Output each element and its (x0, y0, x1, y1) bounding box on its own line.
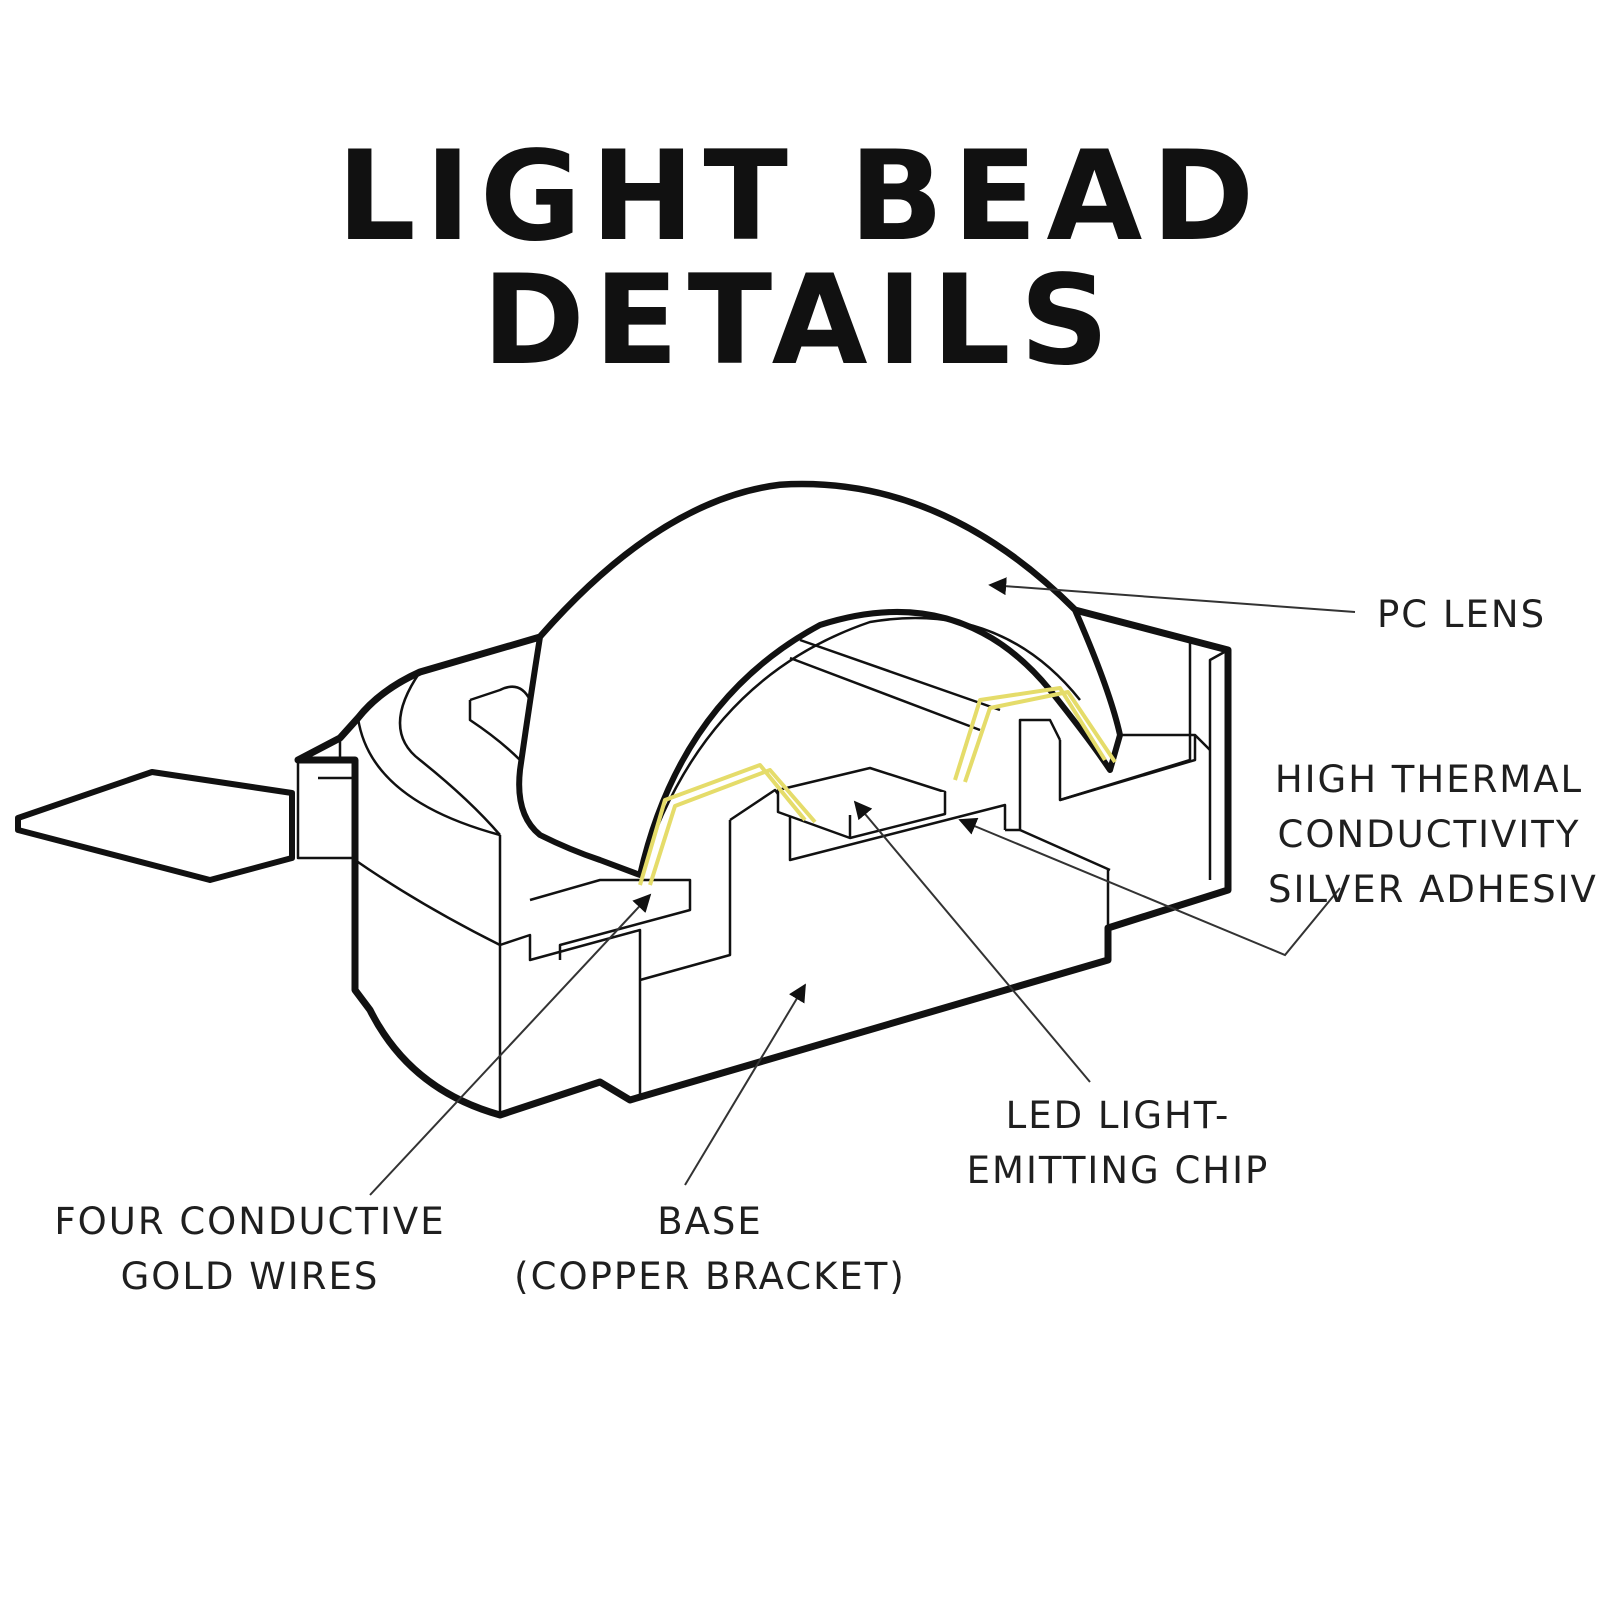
leader-lines (369, 577, 1356, 1196)
page-title: LIGHT BEAD DETAILS (336, 125, 1264, 393)
leader-pc-lens (988, 577, 1356, 613)
led-chip-label: LED LIGHT- EMITTING CHIP (966, 1094, 1270, 1192)
leader-base (684, 983, 806, 1186)
base-label: BASE (COPPER BRACKET) (514, 1200, 906, 1298)
gold-wires (638, 686, 1117, 886)
leader-silver-adhesive (958, 817, 1341, 957)
silver-adhesive-label: HIGH THERMAL CONDUCTIVITY SILVER ADHESIV… (1268, 758, 1600, 911)
pc-lens (516, 481, 1123, 878)
pc-lens-label: PC LENS (1377, 593, 1547, 636)
gold-wires-label: FOUR CONDUCTIVE GOLD WIRES (54, 1200, 446, 1298)
leader-gold-wires (369, 893, 652, 1196)
left-lead-tab (15, 769, 295, 883)
leader-led-chip (853, 800, 1091, 1083)
